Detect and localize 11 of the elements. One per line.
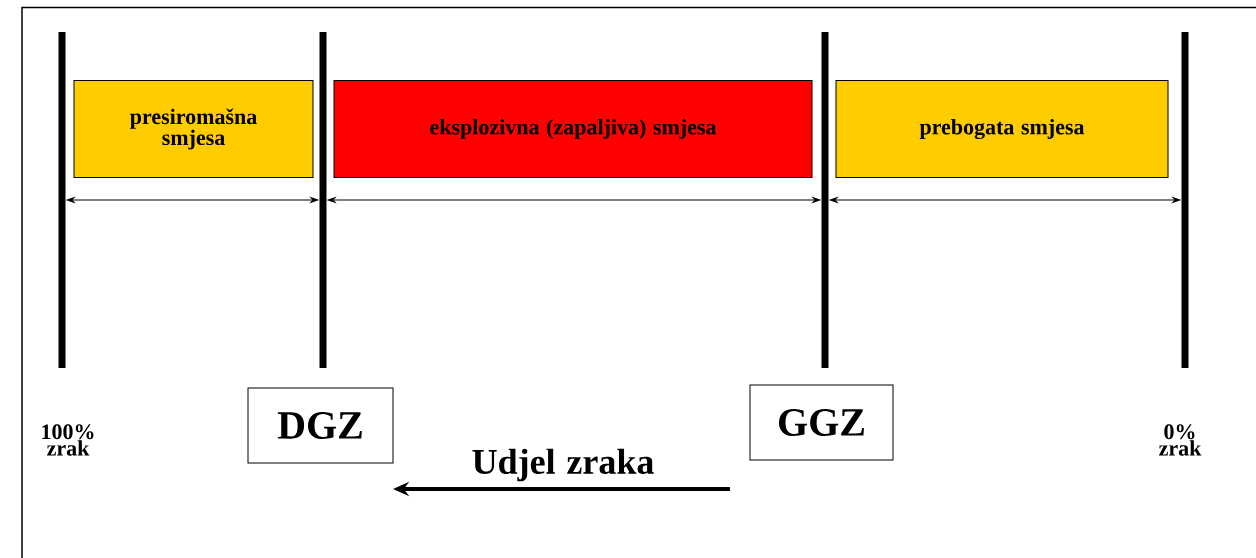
double-arrow [829,197,1181,203]
axis-title: Udjel zraka [472,448,654,482]
axis-label: 0% zrak [1159,424,1202,456]
mixture-box: presiromašna smjesa [73,80,314,178]
double-arrow [327,197,821,203]
mixture-box: eksplozivna (zapaljiva) smjesa [333,80,813,178]
double-arrow [66,197,319,203]
mixture-box: prebogata smjesa [835,80,1169,178]
limit-box: GGZ [749,384,894,461]
axis-label: 100% zrak [42,424,94,456]
limit-box: DGZ [247,387,394,464]
